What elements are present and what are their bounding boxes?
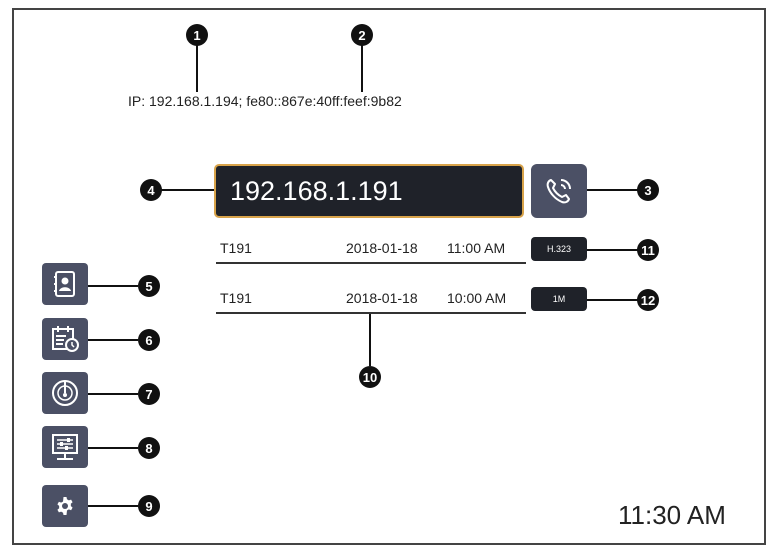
dial-address-text: 192.168.1.191 — [230, 175, 403, 206]
callout-marker: 1 — [186, 24, 208, 46]
callout-marker: 5 — [138, 275, 160, 297]
callout-line-1 — [196, 44, 198, 92]
call-history-row[interactable]: T191 2018-01-18 10:00 AM — [216, 284, 526, 314]
callout-line-3 — [587, 189, 639, 191]
callout-marker: 10 — [359, 366, 381, 388]
contacts-icon — [54, 271, 75, 297]
history-date: 2018-01-18 — [346, 290, 418, 306]
schedule-button[interactable] — [42, 318, 88, 360]
gear-icon — [57, 497, 73, 515]
ipv6-text: fe80::867e:40ff:feef:9b82 — [246, 93, 402, 109]
history-name: T191 — [220, 240, 252, 256]
screen-frame — [12, 8, 766, 545]
callout-line-8 — [88, 447, 138, 449]
ipv4-text: IP: 192.168.1.194; — [128, 93, 247, 109]
callout-line-10 — [369, 314, 371, 366]
call-button[interactable] — [531, 164, 587, 218]
callout-line-4 — [160, 189, 214, 191]
callout-marker: 8 — [138, 437, 160, 459]
callout-line-7 — [88, 393, 138, 395]
callout-line-5 — [88, 285, 138, 287]
callout-marker: 7 — [138, 383, 160, 405]
settings-button[interactable] — [42, 485, 88, 527]
history-name: T191 — [220, 290, 252, 306]
status-clock: 11:30 AM — [618, 500, 726, 530]
callout-line-12 — [587, 299, 639, 301]
phone-call-icon — [546, 179, 571, 204]
callout-line-11 — [587, 249, 639, 251]
dial-gauge-icon — [52, 380, 78, 406]
contacts-button[interactable] — [42, 263, 88, 305]
callout-marker: 6 — [138, 329, 160, 351]
history-time: 10:00 AM — [447, 290, 507, 306]
ip-address-line: IP: 192.168.1.194; fe80::867e:40ff:feef:… — [128, 93, 402, 109]
calendar-schedule-icon — [52, 326, 79, 352]
callout-marker: 11 — [637, 239, 659, 261]
display-settings-button[interactable] — [42, 426, 88, 468]
gauge-button[interactable] — [42, 372, 88, 414]
protocol-badge[interactable]: H.323 — [531, 237, 587, 261]
bandwidth-badge[interactable]: 1M — [531, 287, 587, 311]
history-date: 2018-01-18 — [346, 240, 418, 256]
callout-line-2 — [361, 44, 363, 92]
callout-marker: 12 — [637, 289, 659, 311]
callout-marker: 3 — [637, 179, 659, 201]
monitor-settings-icon — [52, 434, 78, 460]
callout-marker: 9 — [138, 495, 160, 517]
dial-address-input[interactable]: 192.168.1.191 — [214, 164, 524, 218]
call-history-row[interactable]: T191 2018-01-18 11:00 AM — [216, 234, 526, 264]
callout-line-6 — [88, 339, 138, 341]
row-divider — [216, 262, 526, 264]
callout-marker: 2 — [351, 24, 373, 46]
callout-marker: 4 — [140, 179, 162, 201]
row-divider — [216, 312, 526, 314]
history-time: 11:00 AM — [447, 240, 506, 256]
callout-line-9 — [88, 505, 138, 507]
